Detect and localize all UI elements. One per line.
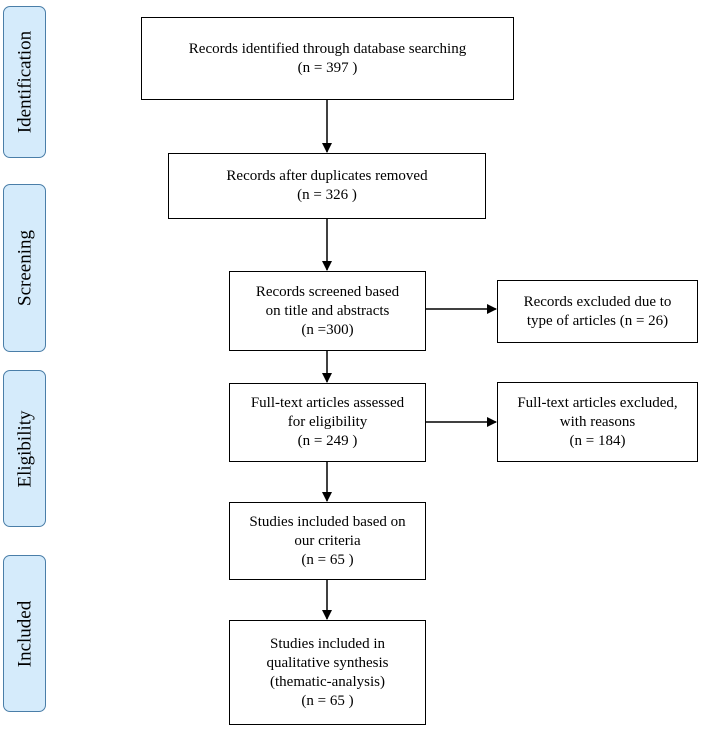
phase-included: Included [3,555,46,712]
box-fulltext-assessed: Full-text articles assessed for eligibil… [229,383,426,462]
box-records-excluded-type-line2: type of articles (n = 26) [526,312,669,329]
box-records-identified-line2: (n = 397 ) [297,59,358,76]
box-studies-criteria: Studies included based on our criteria (… [229,502,426,580]
box-fulltext-excluded: Full-text articles excluded, with reason… [497,382,698,462]
box-records-excluded-type: Records excluded due to type of articles… [497,280,698,343]
box-qualitative-synthesis-line2: qualitative synthesis [266,654,389,671]
box-studies-criteria-line1: Studies included based on [249,513,406,530]
box-records-screened-line3: (n =300) [301,321,354,338]
box-fulltext-excluded-line3: (n = 184) [569,432,626,449]
box-qualitative-synthesis-line3: (thematic-analysis) [270,673,385,690]
box-records-excluded-type-line1: Records excluded due to [523,293,672,310]
box-records-screened-line1: Records screened based [255,283,400,300]
box-records-screened: Records screened based on title and abst… [229,271,426,351]
box-fulltext-excluded-line1: Full-text articles excluded, [517,394,678,411]
box-fulltext-assessed-line2: for eligibility [287,414,368,430]
box-studies-criteria-line2: our criteria [294,532,361,549]
box-fulltext-excluded-line2: with reasons [559,413,636,430]
phase-eligibility: Eligibility [3,370,46,527]
phase-identification: Identification [3,6,46,158]
phase-screening: Screening [3,184,46,352]
box-duplicates-removed-line1: Records after duplicates removed [226,168,428,184]
box-fulltext-assessed-line3: (n = 249 ) [297,433,358,449]
box-studies-criteria-line3: (n = 65 ) [301,551,354,568]
box-duplicates-removed: Records after duplicates removed (n = 32… [168,153,486,219]
box-qualitative-synthesis-line4: (n = 65 ) [301,692,354,709]
box-records-screened-line2: on title and abstracts [265,302,390,319]
box-records-identified-line1: Records identified through database sear… [188,40,467,57]
box-records-identified: Records identified through database sear… [141,17,514,100]
box-duplicates-removed-line2: (n = 326 ) [297,187,357,203]
box-fulltext-assessed-line1: Full-text articles assessed [250,395,405,411]
box-qualitative-synthesis-line1: Studies included in [270,635,385,652]
box-qualitative-synthesis: Studies included in qualitative synthesi… [229,620,426,725]
